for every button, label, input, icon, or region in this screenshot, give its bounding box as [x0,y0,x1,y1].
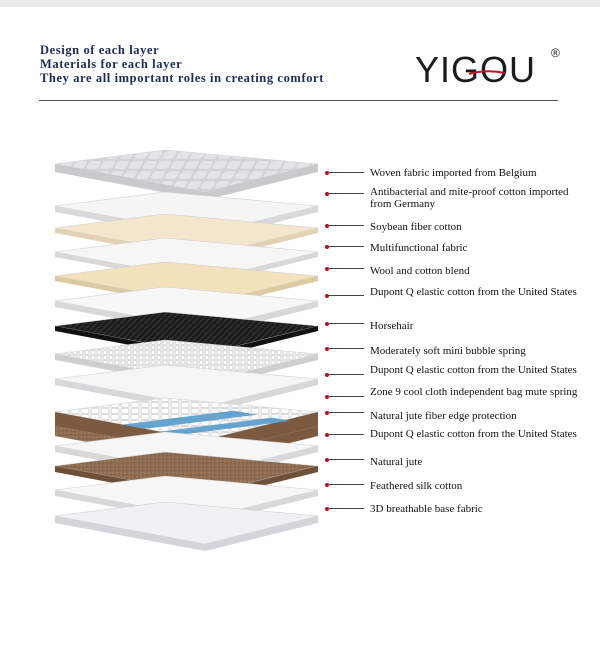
logo-swoosh-icon [468,70,506,75]
leader-dot [325,321,329,326]
leader-dot [325,506,329,511]
layer-label: Zone 9 cool cloth independent bag mute s… [370,386,578,398]
cool-zone-stripe [160,417,291,435]
layer-label: Antibacterial and mite-proof cotton impo… [370,186,569,210]
leader-line [328,374,364,375]
leader-dot [325,223,329,228]
top-bar [0,0,600,7]
leader-line [328,508,364,509]
leader-dot [325,482,329,487]
leader-dot [325,244,329,249]
layer-label: Dupont Q elastic cotton from the United … [370,286,577,298]
leader-line [328,323,364,324]
leader-dot [325,266,329,271]
leader-line [328,459,364,460]
tagline-line-3: They are all important roles in creating… [40,71,324,85]
layer-label: Woven fabric imported from Belgium [370,167,537,179]
leader-line [328,434,364,435]
layer-top-face [54,501,319,545]
leader-dot [325,346,329,351]
leader-line [328,484,364,485]
layer-label: Natural jute [370,456,423,468]
leader-line [328,246,364,247]
leader-line [328,268,364,269]
layer-top-face [54,149,319,193]
layer-side-face [55,164,205,200]
leader-dot [325,170,329,175]
leader-line [328,412,364,413]
header-divider [39,100,558,101]
leader-line [328,172,364,173]
layer-label: Dupont Q elastic cotton from the United … [370,428,577,440]
layer-label: Multifunctional fabric [370,242,468,254]
registered-mark: ® [551,46,560,60]
layer-label: Horsehair [370,320,414,332]
leader-dot [325,432,329,437]
leader-line [328,396,364,397]
leader-dot [325,457,329,462]
cool-zone-stripe [122,410,257,429]
tagline-line-2: Materials for each layer [40,57,183,71]
leader-line [328,348,364,349]
layer-label: Dupont Q elastic cotton from the United … [370,364,577,376]
layer-label: Feathered silk cotton [370,480,463,492]
layer-side-face [205,164,318,200]
leader-line [328,225,364,226]
leader-line [328,295,364,296]
brand-logo: YIGOU ® [415,46,565,90]
leader-dot [325,293,329,298]
mattress-layer [54,149,319,200]
layer-side-face [55,516,205,551]
layer-label: Soybean fiber cotton [370,221,462,233]
leader-dot [325,394,329,399]
header-tagline: Design of each layer Materials for each … [40,43,324,85]
layer-side-face [205,516,318,551]
layer-label: Moderately soft mini bubble spring [370,345,526,357]
leader-dot [325,372,329,377]
tagline-line-1: Design of each layer [40,43,160,57]
leader-dot [325,191,329,196]
layer-label: Wool and cotton blend [370,265,470,277]
logo-text: YIGOU [415,49,537,90]
mattress-layer [54,501,319,551]
layer-label: 3D breathable base fabric [370,503,483,515]
leader-line [328,193,364,194]
layer-label: Natural jute fiber edge protection [370,410,517,422]
leader-dot [325,410,329,415]
